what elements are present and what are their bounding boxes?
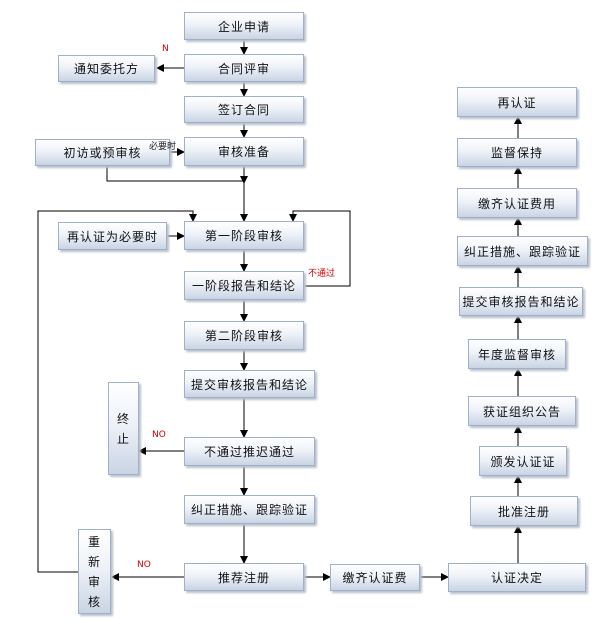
arrow-fail-loop: [289, 210, 351, 287]
reaudit-char-1: 重: [87, 534, 101, 549]
node-reaudit[interactable]: 重 新 审 核: [78, 529, 111, 614]
node-certified-announcement[interactable]: 获证组织公告: [468, 396, 576, 426]
node-sign-contract[interactable]: 签订合同: [184, 96, 304, 123]
node-pay-cert-fees[interactable]: 缴齐认证费用: [457, 188, 577, 218]
node-stage1-report[interactable]: 一阶段报告和结论: [184, 271, 304, 300]
node-approve-registration[interactable]: 批准注册: [470, 496, 578, 526]
label-no-terminate: NO: [152, 430, 166, 440]
reaudit-char-3: 审: [87, 574, 101, 589]
node-stage1-audit[interactable]: 第一阶段审核: [184, 221, 304, 250]
terminate-char-1: 终: [116, 411, 130, 426]
label-when-necessary: 必要时: [149, 142, 177, 152]
node-enterprise-application[interactable]: 企业申请: [184, 12, 304, 40]
node-pay-fee[interactable]: 缴齐认证费: [330, 564, 420, 591]
node-terminate[interactable]: 终 止: [108, 382, 139, 475]
label-fail: 不通过: [308, 269, 336, 279]
node-fail-defer-pass[interactable]: 不通过推迟通过: [184, 437, 315, 466]
node-stage2-audit[interactable]: 第二阶段审核: [184, 321, 304, 350]
node-issue-certificate[interactable]: 颁发认证证: [479, 446, 567, 476]
node-audit-preparation[interactable]: 审核准备: [184, 137, 304, 166]
reaudit-char-2: 新: [87, 554, 101, 569]
node-annual-surveillance[interactable]: 年度监督审核: [468, 339, 566, 369]
label-no-reaudit: NO: [137, 560, 151, 570]
node-recert-when-needed[interactable]: 再认证为必要时: [58, 222, 167, 250]
reaudit-char-4: 核: [87, 594, 101, 609]
label-n: N: [162, 44, 169, 54]
node-recertification[interactable]: 再认证: [457, 87, 577, 117]
node-submit-report-right[interactable]: 提交审核报告和结论: [459, 287, 583, 316]
node-notify-client[interactable]: 通知委托方: [58, 55, 155, 82]
node-cert-decision[interactable]: 认证决定: [448, 563, 586, 592]
node-submit-report[interactable]: 提交审核报告和结论: [184, 370, 315, 398]
node-corrective-action-right[interactable]: 纠正措施、跟踪验证: [457, 236, 588, 266]
node-recommend-registration[interactable]: 推荐注册: [184, 563, 304, 591]
line-previsit-merge: [106, 166, 244, 182]
node-contract-review[interactable]: 合同评审: [184, 54, 304, 82]
terminate-char-2: 止: [116, 431, 130, 446]
node-corrective-action[interactable]: 纠正措施、跟踪验证: [184, 495, 315, 524]
node-initial-visit[interactable]: 初访或预审核: [35, 139, 170, 166]
node-surveillance-maintain[interactable]: 监督保持: [457, 138, 577, 167]
arrow-reaudit-loop: [37, 210, 197, 573]
